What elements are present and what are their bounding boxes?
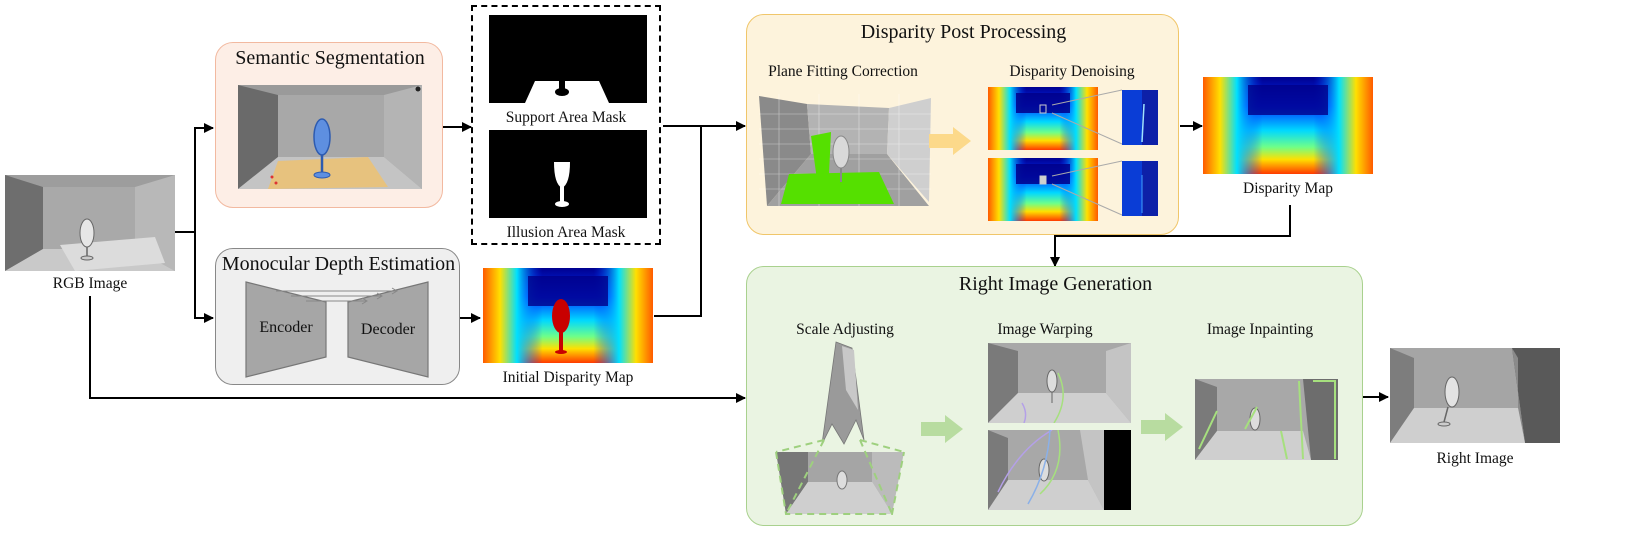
image-warping-image-1 xyxy=(988,343,1131,423)
generation-step-arrow-2 xyxy=(1141,413,1183,441)
decoder-label: Decoder xyxy=(360,321,416,338)
monocular-depth-panel: Monocular Depth Estimation Encoder Decod… xyxy=(215,248,460,385)
plane-fitting-label: Plane Fitting Correction xyxy=(768,63,918,80)
generation-step-arrow-1 xyxy=(921,415,963,443)
post-processing-step-arrow xyxy=(929,127,971,155)
support-area-mask-image xyxy=(489,15,647,103)
arrow-rgb-to-generation xyxy=(89,296,746,403)
denoising-zoom-image-2 xyxy=(1122,161,1158,216)
rgb-image-label: RGB Image xyxy=(52,275,128,292)
disparity-denoising-label: Disparity Denoising xyxy=(1009,63,1135,80)
illusion-area-mask-label: Illusion Area Mask xyxy=(506,224,626,241)
denoising-disparity-image-1 xyxy=(988,87,1098,150)
arrow-rgb-to-depth xyxy=(194,232,214,323)
arrow-rgb-to-segmentation xyxy=(175,123,214,233)
semantic-segmentation-title: Semantic Segmentation xyxy=(235,47,425,69)
support-area-mask-label: Support Area Mask xyxy=(505,109,627,126)
line-init-disparity-merge xyxy=(654,126,702,317)
zoom-callout-lines xyxy=(1051,89,1123,216)
semantic-segmentation-panel: Semantic Segmentation xyxy=(215,42,443,208)
masks-group xyxy=(471,5,661,245)
scale-adjusting-figure xyxy=(775,341,905,515)
image-inpainting-image xyxy=(1195,379,1338,460)
initial-disparity-map-image xyxy=(483,268,653,363)
arrow-disparity-map-to-generation xyxy=(1050,205,1291,267)
image-inpainting-label: Image Inpainting xyxy=(1206,321,1314,338)
right-image xyxy=(1390,348,1560,443)
denoising-disparity-image-2 xyxy=(988,158,1098,221)
encoder-decoder-diagram xyxy=(245,281,429,378)
rgb-image xyxy=(5,175,175,271)
disparity-map-label: Disparity Map xyxy=(1243,180,1333,197)
disparity-post-processing-title: Disparity Post Processing xyxy=(860,21,1067,43)
encoder-label: Encoder xyxy=(259,319,313,336)
right-image-generation-title: Right Image Generation xyxy=(958,273,1153,295)
illusion-area-mask-image xyxy=(489,130,647,218)
right-image-label: Right Image xyxy=(1436,450,1514,467)
image-warping-label: Image Warping xyxy=(997,321,1093,338)
scale-adjusting-label: Scale Adjusting xyxy=(796,321,894,338)
monocular-depth-title: Monocular Depth Estimation xyxy=(221,253,456,275)
denoising-zoom-image-1 xyxy=(1122,90,1158,145)
initial-disparity-map-label: Initial Disparity Map xyxy=(502,369,634,386)
segmentation-result-image xyxy=(238,85,422,189)
disparity-map-image xyxy=(1203,77,1373,174)
plane-fitting-point-cloud-image xyxy=(759,94,931,206)
image-warping-image-2 xyxy=(988,430,1131,510)
